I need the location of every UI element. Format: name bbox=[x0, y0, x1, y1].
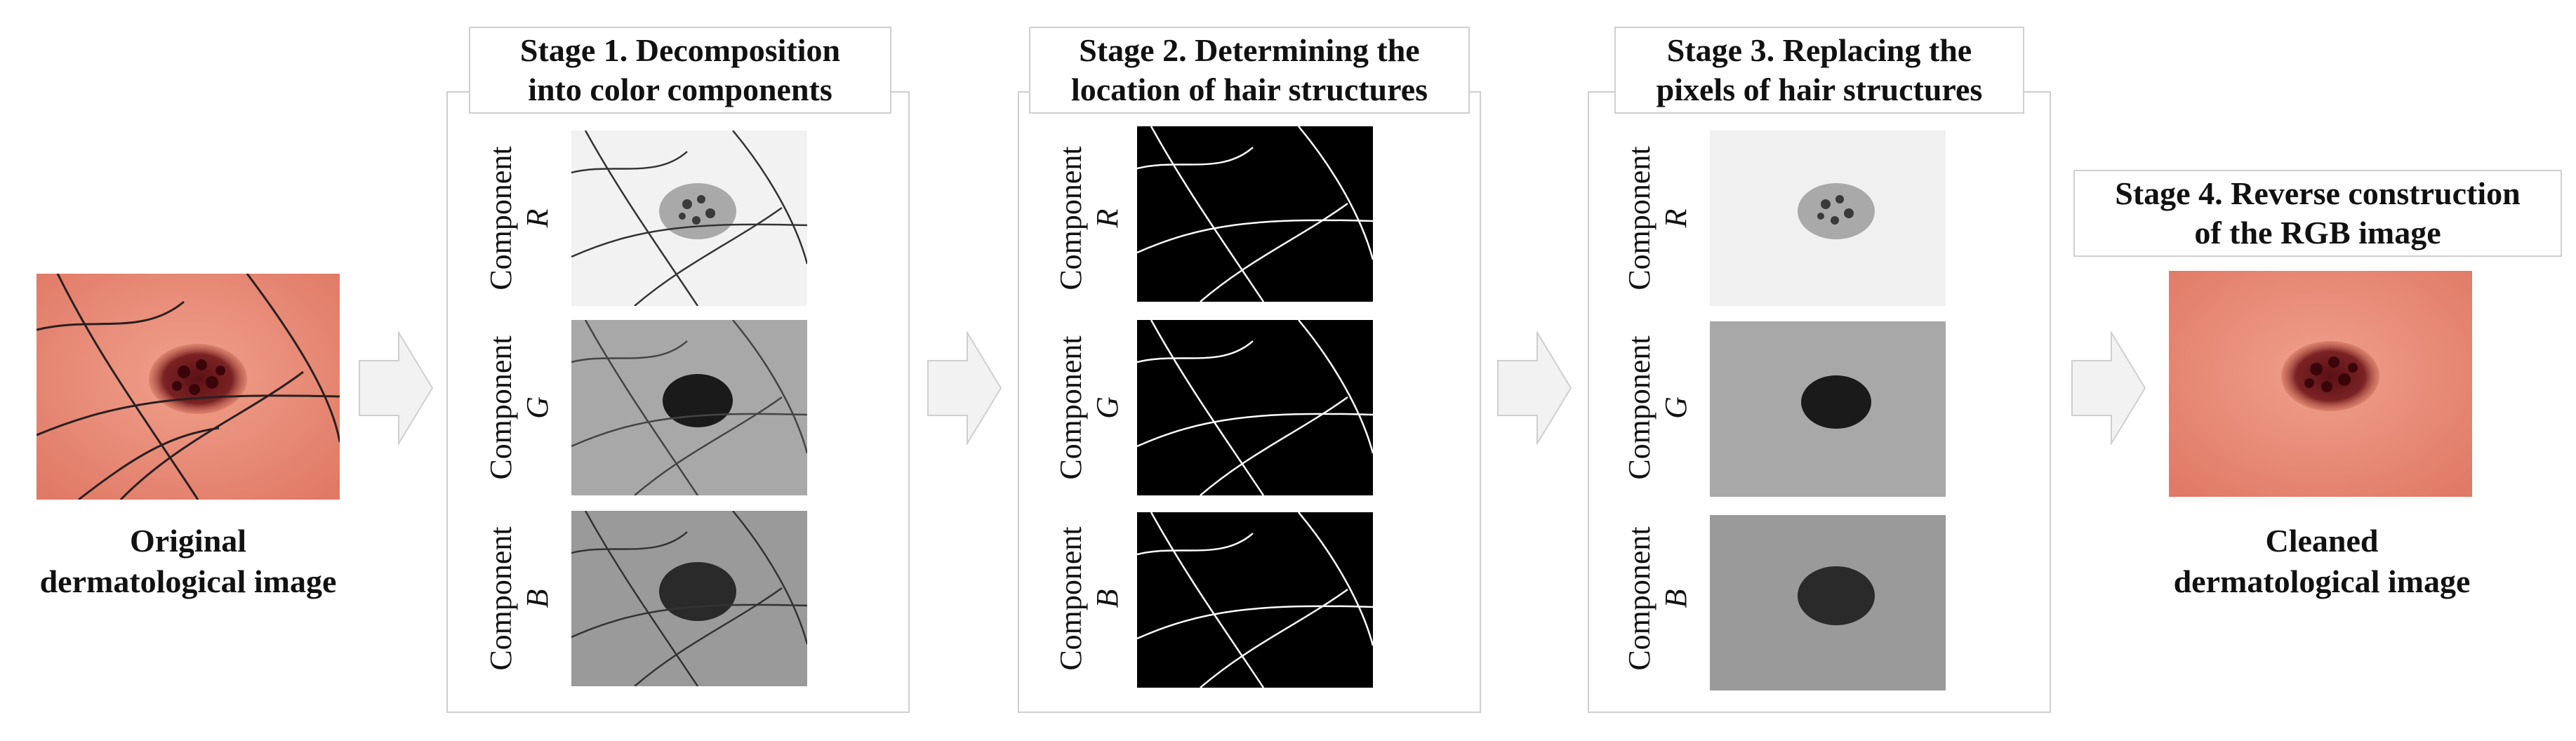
arrow-right-icon bbox=[358, 331, 434, 445]
stage3-component-g-image bbox=[1710, 321, 1946, 497]
cleaned-image bbox=[2169, 271, 2472, 497]
stage2-component-g-mask bbox=[1137, 320, 1373, 495]
stage2-component-b-mask bbox=[1137, 512, 1373, 688]
cleaned-caption: Cleaned dermatological image bbox=[2173, 523, 2471, 599]
original-image bbox=[36, 274, 340, 500]
arrow-right-icon bbox=[927, 331, 1002, 445]
stage1-component-r-image bbox=[571, 131, 807, 306]
arrow-right-icon bbox=[1496, 331, 1572, 445]
original-caption: Original dermatological image bbox=[39, 523, 337, 599]
stage3-component-r-image bbox=[1710, 131, 1946, 306]
stage1-component-b-image bbox=[571, 511, 807, 686]
stage1-component-g-image bbox=[571, 320, 807, 495]
stage2-component-r-mask bbox=[1137, 126, 1373, 302]
arrow-right-icon bbox=[2071, 331, 2146, 445]
stage3-component-b-image bbox=[1710, 515, 1946, 690]
